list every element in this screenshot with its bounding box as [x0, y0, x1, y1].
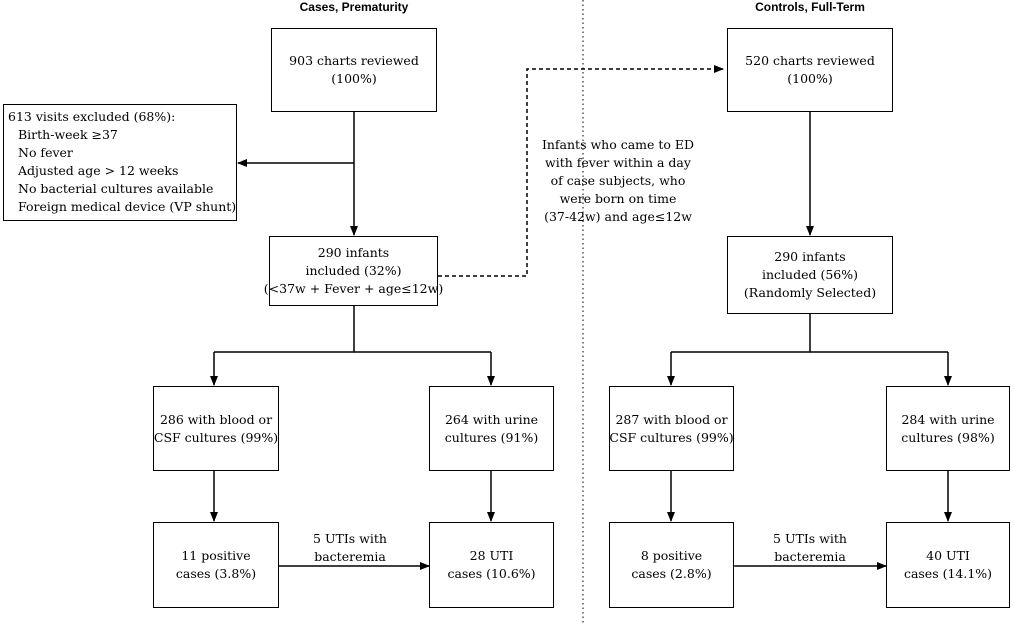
box-text-line: 8 positive [640, 548, 703, 563]
box-text-line: CSF cultures (99%) [153, 429, 279, 445]
note-line: were born on time [559, 191, 677, 206]
controls-blood-cultures-box: 287 with blood or CSF cultures (99%) [609, 386, 734, 471]
box-text-line: included (32%) [305, 263, 402, 278]
cases-uti-box: 28 UTI cases (10.6%) [429, 522, 554, 608]
box-text-line: cases (10.6%) [447, 566, 536, 581]
excluded-item: No bacterial cultures available [18, 181, 214, 196]
box-text-line: 11 positive [181, 548, 251, 563]
cases-charts-reviewed-box: 903 charts reviewed (100%) [271, 28, 437, 112]
note-line: with fever within a day [545, 155, 691, 170]
note-line: 5 UTIs with [773, 531, 847, 546]
note-line: Infants who came to ED [541, 137, 695, 152]
box-text-line: cultures (91%) [444, 429, 539, 445]
box-text-line: (<37w + Fever + age≤12w) [263, 281, 444, 296]
matching-criteria-note: Infants who came to ED with fever within… [528, 136, 708, 226]
note-line: 5 UTIs with [313, 531, 387, 546]
box-text-line: 287 with blood or [615, 411, 728, 427]
cases-positive-box: 11 positive cases (3.8%) [153, 522, 279, 608]
branch-cases [214, 305, 355, 353]
box-text-line: 28 UTI [469, 548, 514, 563]
excluded-item: Birth-week ≥37 [18, 127, 118, 142]
box-text-line: cases (3.8%) [175, 566, 257, 581]
branch-controls [671, 313, 811, 353]
box-text-line: cases (14.1%) [903, 566, 993, 581]
box-text-line: 290 infants [317, 245, 390, 260]
controls-header: Controls, Full-Term [755, 0, 865, 14]
box-text-line: 40 UTI [926, 548, 970, 563]
controls-positive-box: 8 positive cases (2.8%) [609, 522, 734, 608]
excluded-title: 613 visits excluded (68%): [8, 109, 176, 124]
box-text-line: 284 with urine [901, 411, 995, 427]
box-text-line: 520 charts reviewed [745, 53, 875, 68]
box-text-line: 903 charts reviewed [289, 53, 419, 68]
note-line: bacteremia [314, 549, 386, 564]
excluded-item: Adjusted age > 12 weeks [18, 163, 179, 178]
arrow-matching-dashed [438, 65, 724, 277]
cases-blood-cultures-box: 286 with blood or CSF cultures (99%) [153, 386, 279, 471]
box-text-line: CSF cultures (99%) [609, 429, 734, 445]
cases-excluded-box: 613 visits excluded (68%): Birth-week ≥3… [3, 104, 237, 221]
controls-charts-reviewed-box: 520 charts reviewed (100%) [727, 28, 893, 112]
box-text-line: included (56%) [761, 267, 858, 282]
controls-overlap-label: 5 UTIs with bacteremia [750, 530, 870, 566]
box-text-line: 264 with urine [444, 411, 539, 427]
box-text-line: cases (2.8%) [631, 566, 712, 581]
note-line: of case subjects, who [550, 173, 686, 188]
controls-uti-box: 40 UTI cases (14.1%) [886, 522, 1010, 608]
controls-urine-cultures-box: 284 with urine cultures (98%) [886, 386, 1010, 471]
box-text-line: (100%) [331, 71, 377, 86]
note-line: (37-42w) and age≤12w [544, 209, 692, 224]
cases-header: Cases, Prematurity [299, 0, 409, 14]
cases-urine-cultures-box: 264 with urine cultures (91%) [429, 386, 554, 471]
box-text-line: (Randomly Selected) [743, 285, 877, 300]
box-text-line: cultures (98%) [901, 429, 995, 445]
box-text-line: 286 with blood or [159, 411, 273, 427]
excluded-item: No fever [18, 145, 73, 160]
note-line: bacteremia [774, 549, 846, 564]
cases-included-box: 290 infants included (32%) (<37w + Fever… [264, 236, 443, 306]
box-text-line: 290 infants [774, 249, 846, 264]
cases-overlap-label: 5 UTIs with bacteremia [290, 530, 410, 566]
controls-included-box: 290 infants included (56%) (Randomly Sel… [727, 236, 893, 314]
excluded-item: Foreign medical device (VP shunt) [18, 199, 237, 214]
box-text-line: (100%) [787, 71, 833, 86]
